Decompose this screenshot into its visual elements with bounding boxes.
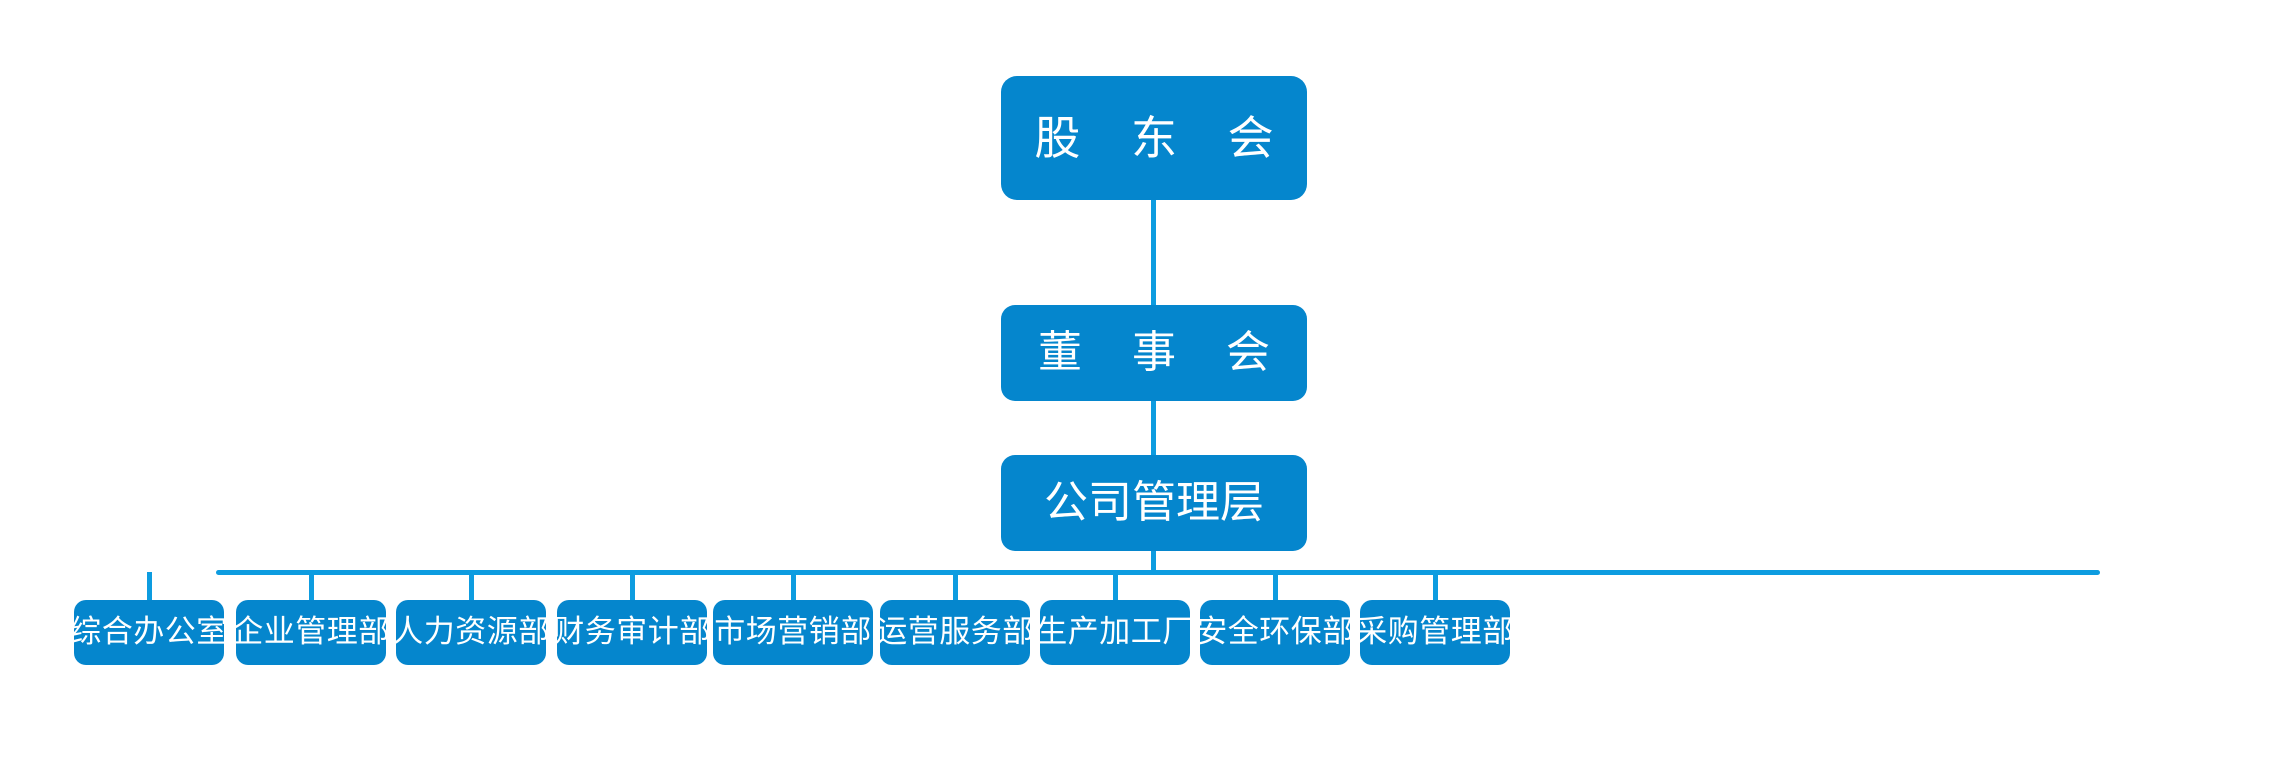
node-department-6[interactable]: 生产加工厂 [1036, 600, 1193, 665]
node-department-label: 安全环保部 [1196, 614, 1354, 650]
node-company-management[interactable]: 公司管理层 [1001, 455, 1307, 551]
node-department-label: 市场营销部 [714, 614, 872, 650]
node-department-label: 人力资源部 [392, 614, 550, 650]
node-department-8[interactable]: 采购管理部 [1356, 600, 1513, 665]
node-department-label: 运营服务部 [876, 614, 1034, 650]
node-shareholders-meeting-label: 股 东 会 [1034, 111, 1292, 165]
node-department-2[interactable]: 人力资源部 [392, 600, 549, 665]
connector-drop-6 [1112, 572, 1118, 602]
node-department-0[interactable]: 综合办公室 [70, 600, 227, 665]
connector-drop-1 [308, 572, 314, 602]
node-department-4[interactable]: 市场营销部 [713, 600, 873, 665]
connector-board-to-management [1151, 399, 1156, 457]
node-department-5[interactable]: 运营服务部 [876, 600, 1033, 665]
node-department-label: 采购管理部 [1356, 614, 1514, 650]
connector-management-to-bus [1151, 549, 1156, 575]
node-department-label: 财务审计部 [553, 614, 711, 650]
connector-drop-8 [1432, 572, 1438, 602]
connector-drop-3 [629, 572, 635, 602]
node-department-7[interactable]: 安全环保部 [1196, 600, 1353, 665]
connector-drop-5 [952, 572, 958, 602]
node-department-1[interactable]: 企业管理部 [232, 600, 389, 665]
connector-drop-4 [790, 572, 796, 602]
node-department-label: 综合办公室 [70, 614, 228, 650]
node-department-label: 企业管理部 [232, 614, 390, 650]
connector-drop-7 [1272, 572, 1278, 602]
connector-horizontal-bus [216, 570, 2100, 575]
node-company-management-label: 公司管理层 [1044, 477, 1264, 528]
connector-drop-0 [146, 572, 152, 602]
node-department-label: 生产加工厂 [1036, 614, 1194, 650]
node-shareholders-meeting[interactable]: 股 东 会 [1001, 76, 1307, 200]
node-board-of-directors[interactable]: 董 事 会 [1001, 305, 1307, 401]
node-board-of-directors-label: 董 事 会 [1038, 327, 1288, 378]
connector-drop-2 [468, 572, 474, 602]
connector-shareholders-to-board [1151, 198, 1156, 308]
node-department-3[interactable]: 财务审计部 [553, 600, 710, 665]
